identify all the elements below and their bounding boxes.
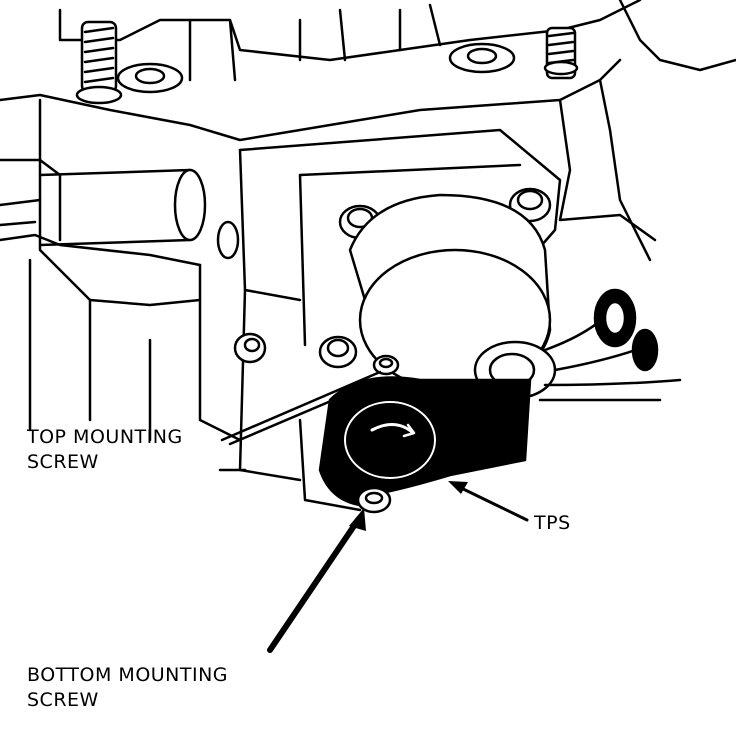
label-top-mounting-screw-line1: TOP MOUNTING xyxy=(27,426,183,448)
flange-boss-lower xyxy=(318,335,358,369)
bottom-mounting-screw xyxy=(356,486,392,514)
throttle-shaft xyxy=(38,168,240,260)
label-top-mounting-screw: TOP MOUNTING SCREW xyxy=(27,425,183,475)
leader-top-mounting-screw xyxy=(220,370,387,446)
label-tps: TPS xyxy=(534,512,571,534)
stud-left xyxy=(75,20,123,105)
label-bottom-mounting-screw-line2: SCREW xyxy=(27,689,99,711)
socket-bolt-right xyxy=(448,42,516,74)
tps-sensor-body xyxy=(318,376,532,507)
arrow-bottom-mounting-screw xyxy=(267,508,366,653)
socket-bolt-left xyxy=(116,62,184,94)
top-mounting-screw xyxy=(372,354,400,376)
label-bottom-mounting-screw-line1: BOTTOM MOUNTING xyxy=(27,664,229,686)
label-bottom-mounting-screw: BOTTOM MOUNTING SCREW xyxy=(27,663,228,713)
leader-tps xyxy=(448,481,529,522)
label-top-mounting-screw-line2: SCREW xyxy=(27,451,99,473)
wiring-harness xyxy=(538,288,682,402)
stud-right xyxy=(543,26,579,80)
